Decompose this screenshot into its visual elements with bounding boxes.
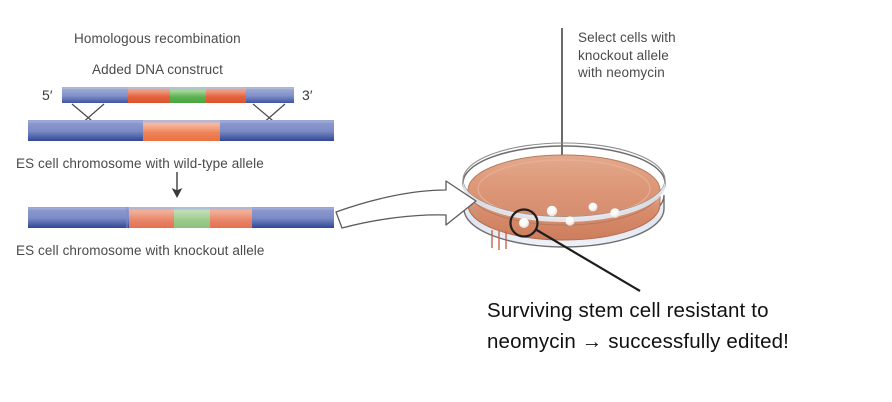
- colony-leader-line: [534, 228, 641, 292]
- five-prime-label: 5′: [42, 87, 53, 103]
- wild-type-chromosome-bar: [28, 120, 334, 141]
- petri-dish: [462, 142, 666, 250]
- selection-note: Select cells with knockout allele with n…: [578, 30, 676, 80]
- wild-type-chromosome-caption: ES cell chromosome with wild-type allele: [16, 156, 264, 171]
- knockout-chromosome-bar: [28, 207, 334, 228]
- result-caption: Surviving stem cell resistant to neomyci…: [487, 299, 790, 353]
- highlighted-colony-circle: [509, 208, 539, 238]
- added-dna-construct-label: Added DNA construct: [92, 62, 223, 77]
- knockout-chromosome-caption: ES cell chromosome with knockout allele: [16, 243, 265, 258]
- transfer-block-arrow: [335, 180, 477, 229]
- cell-colonies: [519, 202, 620, 228]
- three-prime-label: 3′: [302, 87, 313, 103]
- added-dna-construct-bar: [62, 87, 294, 103]
- homologous-recombination-title: Homologous recombination: [74, 31, 241, 46]
